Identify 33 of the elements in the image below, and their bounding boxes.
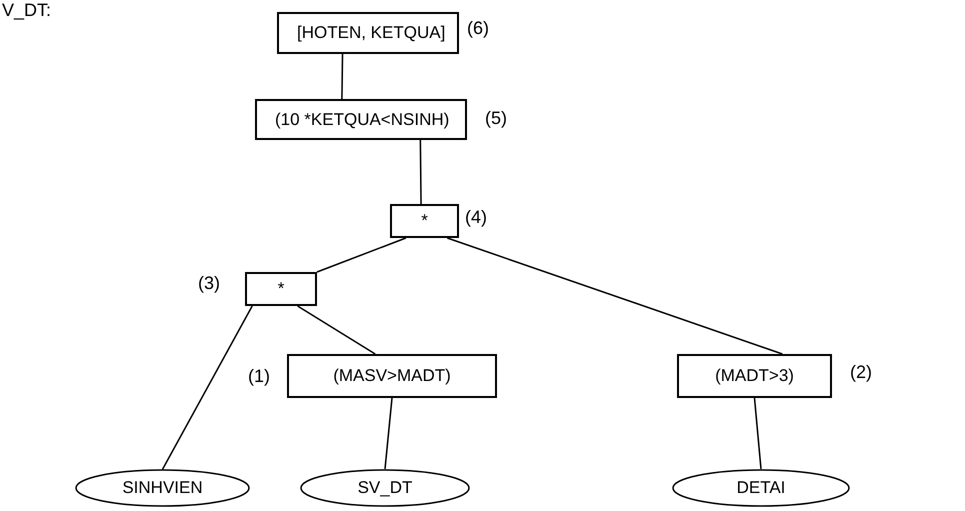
tree-edge xyxy=(162,306,253,470)
heading-text: V_DT: xyxy=(2,0,52,21)
node-text: * xyxy=(278,279,284,299)
relation-ellipse xyxy=(300,469,470,507)
node-text: (MADT>3) xyxy=(715,366,794,386)
tree-edge xyxy=(316,237,406,273)
tree-edge xyxy=(341,54,344,100)
node-text: [HOTEN, KETQUA] xyxy=(297,23,446,43)
step-number: (5) xyxy=(485,108,507,129)
node-text: (MASV>MADT) xyxy=(333,366,451,386)
step-number: (4) xyxy=(465,207,487,228)
operation-box xyxy=(677,354,832,398)
operation-box xyxy=(245,272,317,306)
node-text: SINHVIEN xyxy=(122,478,203,498)
node-text: (10 *KETQUA<NSINH) xyxy=(275,110,450,130)
tree-edge xyxy=(384,398,393,470)
operation-box xyxy=(390,204,459,238)
relation-ellipse xyxy=(672,469,850,507)
operation-box xyxy=(277,12,459,54)
node-text: * xyxy=(421,211,428,231)
node-text: DETAI xyxy=(736,478,786,498)
tree-edge xyxy=(754,398,762,470)
step-number: (6) xyxy=(467,18,489,39)
relation-ellipse xyxy=(75,469,250,507)
tree-edge xyxy=(447,237,783,355)
tree-edge xyxy=(420,140,422,204)
step-number: (3) xyxy=(198,273,220,294)
step-number: (1) xyxy=(248,366,270,387)
node-text: SV_DT xyxy=(358,478,412,498)
tree-edge xyxy=(297,305,376,355)
step-number: (2) xyxy=(850,362,872,383)
operation-box xyxy=(255,99,467,140)
operation-box xyxy=(287,354,497,398)
